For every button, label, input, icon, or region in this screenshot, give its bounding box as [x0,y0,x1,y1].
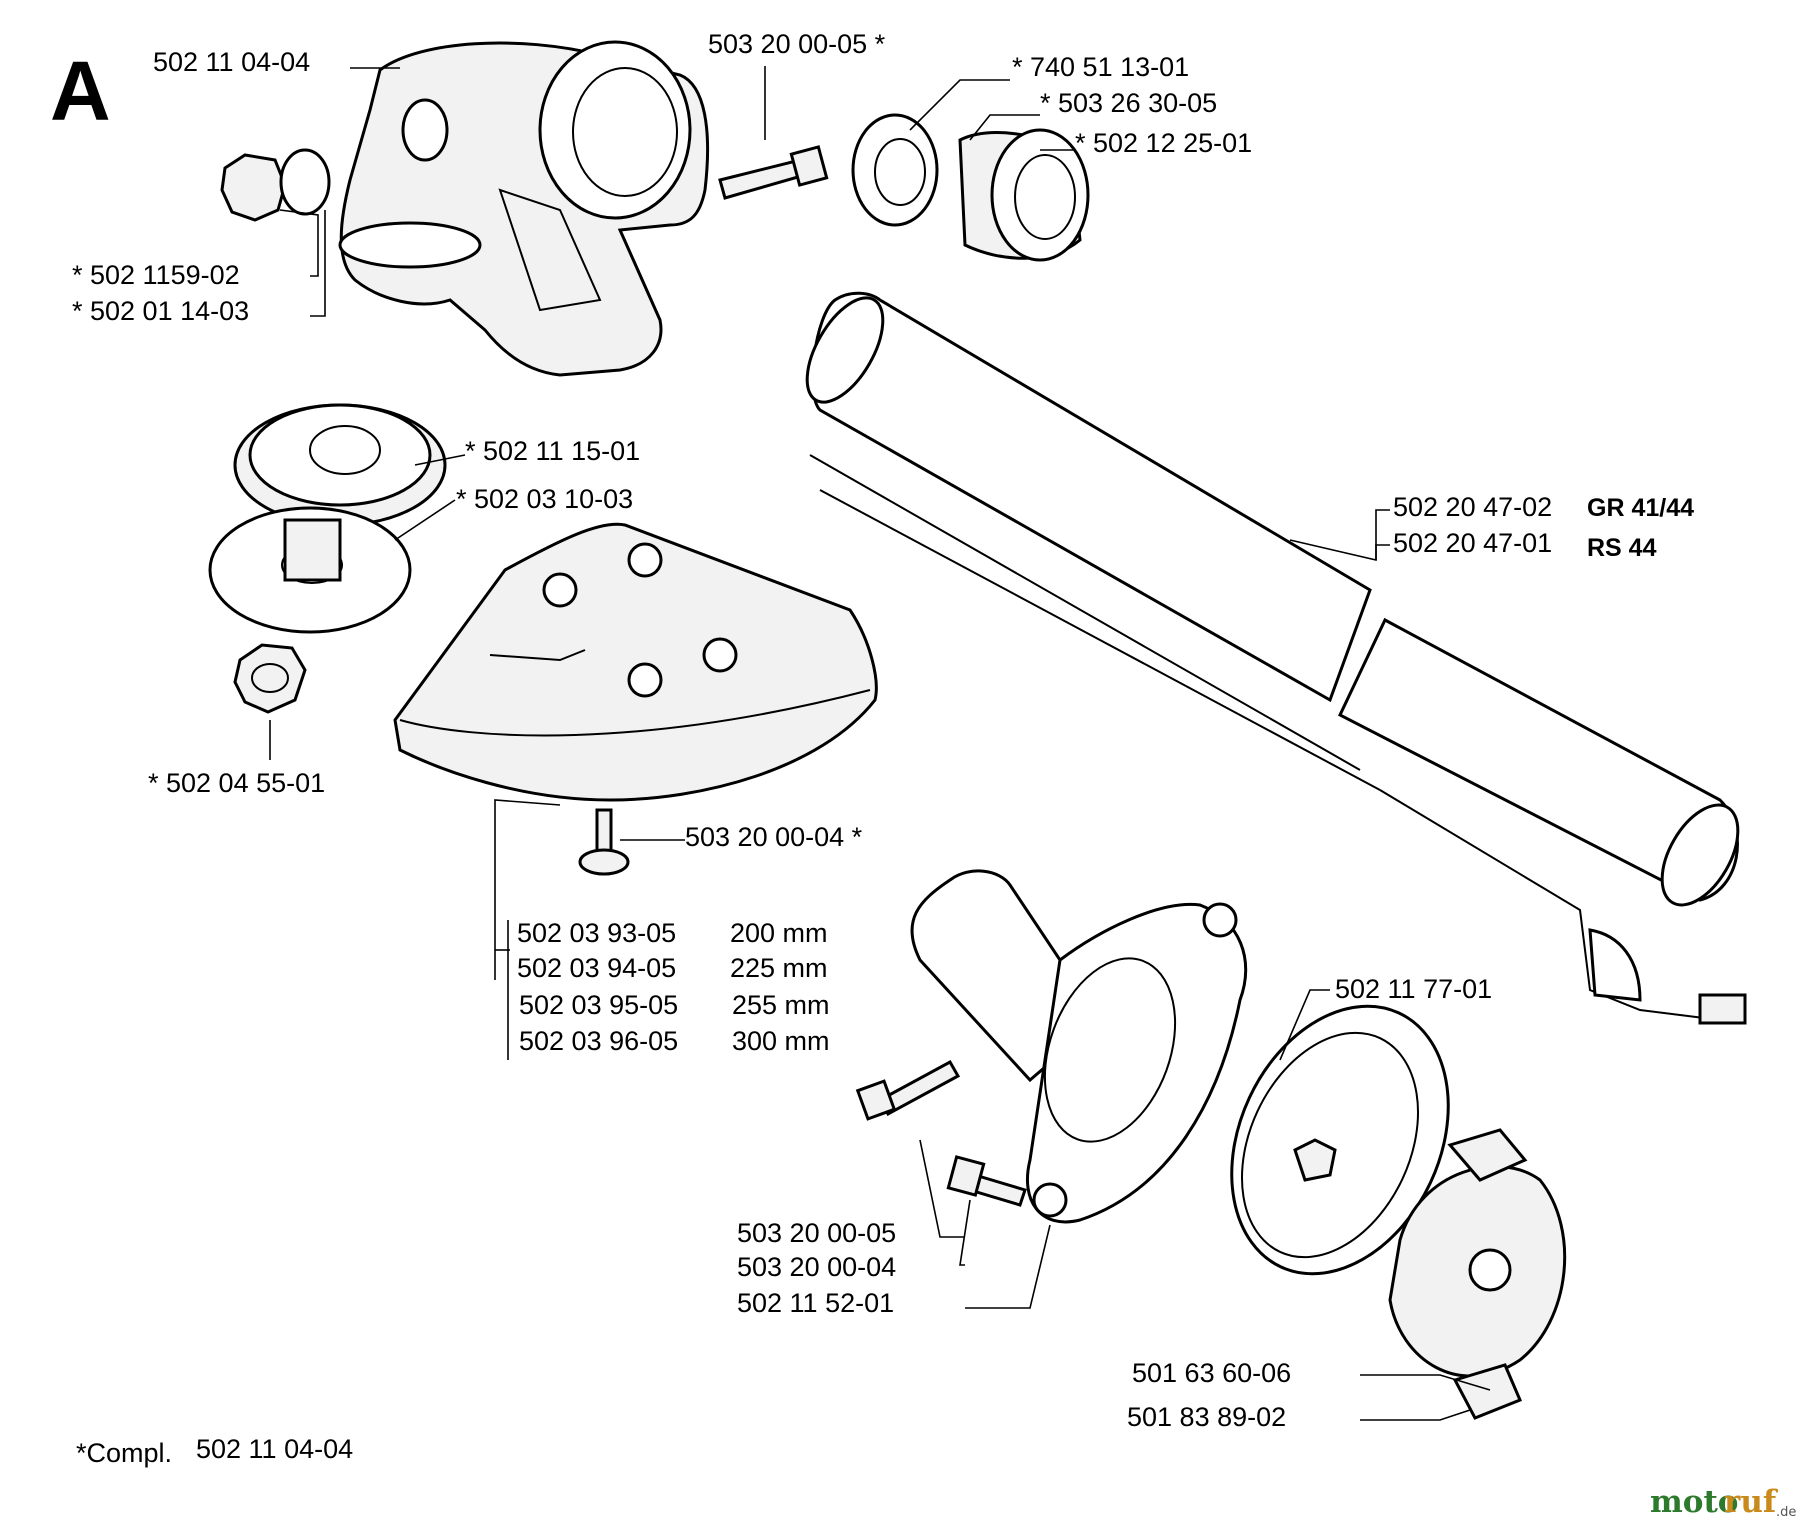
leader-lines [269,66,1491,1421]
label-shaft-tube-1: 502 20 47-02 [1393,492,1552,522]
plug-drawing [220,148,331,222]
washer-drawing [208,506,412,634]
label-gear-housing: 502 11 04-04 [153,47,310,77]
watermark-suffix: .de [1776,1505,1796,1520]
label-seal-c: * 502 12 25-01 [1075,128,1252,158]
label-screw-b: 503 20 00-04 [737,1252,896,1282]
clutch-bolts-drawing [855,1059,1027,1207]
clutch-shoes-drawing [1388,1128,1567,1420]
guard-size-value: 225 mm [730,953,828,983]
label-shaft-model-2: RS 44 [1587,534,1657,562]
label-plug: * 502 1159-02 [72,260,240,290]
guard-size-table: 502 03 93-05 200 mm 502 03 94-05 225 mm … [507,918,830,1060]
nut-drawing [233,643,307,714]
label-clutch-shoe: 501 63 60-06 [1132,1358,1291,1388]
label-nut: * 502 04 55-01 [148,768,325,798]
label-guard-screw: 503 20 00-04 * [685,822,863,852]
clutch-drum-drawing [1230,1004,1450,1276]
guard-size-part: 502 03 94-05 [517,953,676,983]
label-washer: * 502 03 10-03 [456,484,633,514]
label-clutch-spring: 501 83 89-02 [1127,1402,1286,1432]
guard-drawing [393,522,878,802]
pulley-drawing [233,403,447,527]
label-seal-a: * 740 51 13-01 [1012,52,1189,82]
label-clutch-drum: 502 11 77-01 [1335,974,1492,1004]
watermark-part1: moto [1650,1484,1738,1520]
guard-size-value: 200 mm [730,918,828,948]
clutch-housing-drawing [910,869,1248,1224]
footnote-number: 502 11 04-04 [196,1434,353,1464]
footnote-prefix: *Compl. [76,1438,172,1468]
label-top-screw: 503 20 00-05 * [708,29,886,59]
label-oring: * 502 01 14-03 [72,296,249,326]
gear-housing-drawing [338,40,710,377]
guard-size-value: 300 mm [732,1026,830,1056]
watermark-logo: moto ruf .de [1650,1484,1796,1520]
section-letter: A [50,44,111,138]
label-screw-a: 503 20 00-05 [737,1218,896,1248]
top-screw-drawing [718,145,829,200]
label-pulley: * 502 11 15-01 [465,436,640,466]
seals-drawing [851,113,1090,262]
guard-size-part: 502 03 96-05 [519,1026,678,1056]
label-shaft-tube-2: 502 20 47-01 [1393,528,1552,558]
label-shaft-model-1: GR 41/44 [1587,494,1694,522]
guard-screw-drawing [578,808,630,876]
guard-size-value: 255 mm [732,990,830,1020]
guard-size-part: 502 03 93-05 [517,918,676,948]
guard-size-part: 502 03 95-05 [519,990,678,1020]
label-seal-b: * 503 26 30-05 [1040,88,1217,118]
watermark-part2: ruf [1724,1484,1778,1520]
shaft-tube-drawing [805,291,1747,1025]
label-clutch-housing: 502 11 52-01 [737,1288,894,1318]
